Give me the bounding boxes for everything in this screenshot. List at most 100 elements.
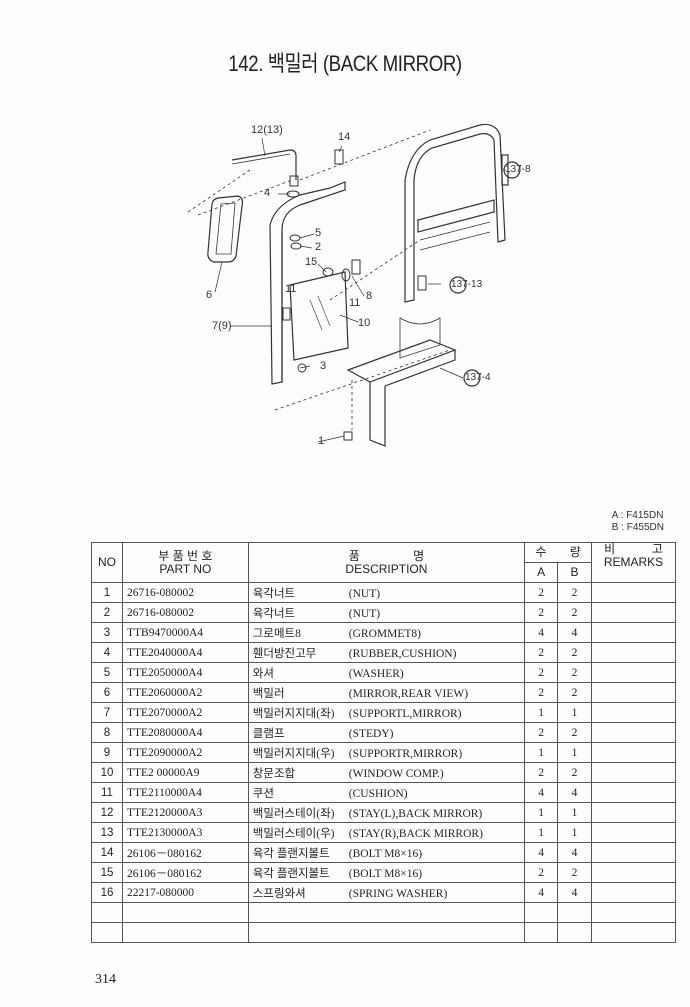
row-part-no: TTE2060000A2 bbox=[121, 682, 249, 703]
description-english: (RUBBER,CUSHION) bbox=[348, 647, 457, 660]
row-description: 육각 플랜지볼트 (BOLT M8×16) bbox=[247, 842, 526, 863]
row-description: 백밀러지지대(좌) (SUPPORTL,MIRROR) bbox=[247, 702, 526, 723]
row-no: 13 bbox=[91, 822, 123, 843]
description-english: (NUT) bbox=[348, 607, 381, 620]
header-qty-b: B bbox=[557, 562, 593, 583]
row-remarks bbox=[591, 622, 676, 643]
row-qty-a: 4 bbox=[524, 622, 559, 643]
row-part-no: TTE2050000A4 bbox=[121, 662, 249, 683]
description-korean: 스프링와셔 bbox=[252, 887, 306, 900]
ref-137-8: 137-8 bbox=[505, 164, 531, 175]
callout-1: 1 bbox=[318, 435, 325, 447]
description-english: (STEDY) bbox=[348, 727, 394, 740]
row-part-no: 26106－080162 bbox=[121, 842, 249, 863]
row-no: 15 bbox=[91, 862, 123, 883]
row-part-no: TTB9470000A4 bbox=[121, 622, 249, 643]
description-english: (WASHER) bbox=[348, 667, 404, 680]
row-description: 와셔 (WASHER) bbox=[247, 662, 526, 683]
description-korean: 와셔 bbox=[252, 667, 274, 680]
row-part-no: 26716-080002 bbox=[121, 582, 249, 603]
row-qty-b: 4 bbox=[557, 782, 593, 803]
row-no: 7 bbox=[91, 702, 123, 723]
description-english: (STAY(L),BACK MIRROR) bbox=[348, 807, 483, 820]
row-qty-b: 2 bbox=[557, 862, 593, 883]
callout-2: 2 bbox=[315, 241, 322, 253]
row-qty-a: 1 bbox=[524, 802, 559, 823]
description-english: (STAY(R),BACK MIRROR) bbox=[348, 827, 483, 840]
row-qty-a: 2 bbox=[524, 662, 559, 683]
description-korean: 육각너트 bbox=[252, 587, 296, 600]
description-korean: 육각너트 bbox=[252, 607, 296, 620]
row-no: 11 bbox=[91, 782, 123, 803]
row-remarks bbox=[591, 662, 676, 683]
callout-11b: 11 bbox=[349, 297, 361, 309]
page-title: 142. 백밀러 (BACK MIRROR) bbox=[228, 51, 462, 76]
header-no: NO bbox=[91, 542, 123, 583]
row-qty-a: 1 bbox=[524, 742, 559, 763]
exploded-parts-diagram bbox=[187, 123, 521, 447]
row-description: 육각너트(NUT) bbox=[247, 582, 526, 603]
row-part-no: TTE2040000A4 bbox=[121, 642, 249, 663]
row-qty-a: 4 bbox=[524, 782, 559, 803]
row-remarks bbox=[591, 782, 676, 803]
ref-137-13: 137-13 bbox=[451, 279, 483, 290]
description-korean: 육각 플랜지볼트 bbox=[252, 847, 330, 860]
hardware-drawings bbox=[282, 149, 427, 441]
description-english: (SPRING WASHER) bbox=[348, 887, 448, 900]
row-qty-b: 1 bbox=[557, 822, 593, 843]
row-no: 5 bbox=[91, 662, 123, 683]
page-number: 314 bbox=[95, 972, 116, 987]
row-remarks bbox=[591, 602, 676, 623]
description-english: (SUPPORTL,MIRROR) bbox=[348, 707, 462, 720]
row-description: 휀더방진고무(RUBBER,CUSHION) bbox=[247, 642, 526, 663]
row-description: 쿠션(CUSHION) bbox=[247, 782, 526, 803]
row-description: 그로메트8 (GROMMET8) bbox=[247, 622, 526, 643]
row-description: 클램프(STEDY) bbox=[247, 722, 526, 743]
callout-15: 15 bbox=[305, 256, 318, 268]
row-qty-b: 2 bbox=[557, 662, 593, 683]
row-no: 3 bbox=[91, 622, 123, 643]
description-english: (SUPPORTR,MIRROR) bbox=[348, 747, 463, 760]
row-qty-a: 2 bbox=[524, 762, 559, 783]
row-qty-a: 1 bbox=[524, 702, 559, 723]
row-qty-a: 1 bbox=[524, 822, 559, 843]
row-qty-b: 1 bbox=[557, 742, 593, 763]
row-qty-b: 1 bbox=[557, 702, 593, 723]
callout-4: 4 bbox=[264, 187, 271, 199]
row-part-no: 26106－080162 bbox=[121, 862, 249, 883]
row-qty-a: 2 bbox=[524, 602, 559, 623]
row-no: 12 bbox=[91, 802, 123, 823]
callout-10: 10 bbox=[358, 317, 371, 329]
empty-row bbox=[91, 902, 676, 923]
description-english: (GROMMET8) bbox=[348, 627, 421, 640]
callout-8: 8 bbox=[366, 290, 373, 302]
callout-5: 5 bbox=[315, 227, 322, 239]
description-english: (BOLT M8×16) bbox=[348, 867, 423, 880]
row-part-no: TTE2110000A4 bbox=[121, 782, 249, 803]
row-qty-b: 4 bbox=[557, 622, 593, 643]
row-description: 육각너트 (NUT) bbox=[247, 602, 526, 623]
description-korean: 백밀러지지대(좌) bbox=[252, 707, 335, 720]
description-korean: 백밀러스테이(우) bbox=[252, 827, 335, 840]
header-qty: 수 량 bbox=[524, 542, 593, 563]
row-remarks bbox=[591, 882, 676, 903]
row-part-no: TTE2080000A4 bbox=[121, 722, 249, 743]
description-english: (BOLT M8×16) bbox=[348, 847, 423, 860]
empty-row bbox=[91, 922, 676, 943]
description-english: (WINDOW COMP.) bbox=[348, 767, 444, 780]
description-korean: 그로메트8 bbox=[252, 627, 301, 640]
description-korean: 육각 플랜지볼트 bbox=[252, 867, 330, 880]
row-part-no: TTE2 00000A9 bbox=[121, 762, 249, 783]
description-english: (CUSHION) bbox=[348, 787, 408, 800]
callout-12-13: 12(13) bbox=[251, 124, 283, 136]
